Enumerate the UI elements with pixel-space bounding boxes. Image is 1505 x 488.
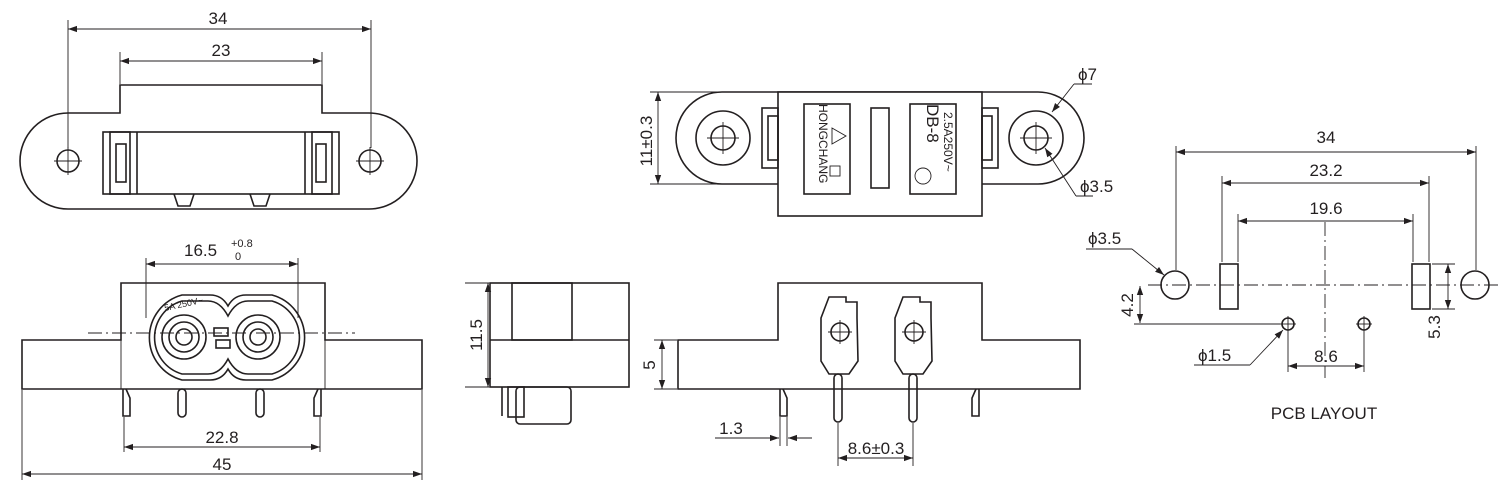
dim-pcb-hole-large: ϕ3.5 <box>1088 229 1121 248</box>
socket-rating: 5A 250V~ <box>163 295 204 313</box>
model-label: DB-8 <box>923 104 942 143</box>
dim-back-height: 5 <box>640 360 659 369</box>
back-view <box>654 282 1081 466</box>
dim-pcb-slot-len: 5.3 <box>1425 315 1444 339</box>
pcb-title: PCB LAYOUT <box>1271 404 1377 423</box>
dim-pcb-slots-outer: 23.2 <box>1309 161 1342 180</box>
dim-top-inner: 23 <box>212 41 231 60</box>
dim-plan-boss: ϕ7 <box>1078 65 1097 84</box>
plan-view <box>650 83 1093 217</box>
dim-front-overall: 45 <box>213 455 232 474</box>
rating-label: 2.5A250V~ <box>941 112 955 172</box>
dim-pcb-hole-small: ϕ1.5 <box>1198 346 1231 365</box>
dim-top-overall: 34 <box>209 9 228 28</box>
top-view <box>19 20 418 210</box>
dim-plan-height: 11±0.3 <box>637 116 656 167</box>
dim-plan-hole: ϕ3.5 <box>1080 177 1113 196</box>
dim-back-pin: 1.3 <box>719 419 743 438</box>
pcb-layout <box>1086 146 1502 378</box>
dim-back-pitch: 8.6±0.3 <box>848 439 905 458</box>
dim-front-tol-zero: 0 <box>235 251 241 263</box>
dim-side-height: 11.5 <box>467 319 486 351</box>
dim-pcb-overall: 34 <box>1317 128 1336 147</box>
dim-pcb-pitch: 8.6 <box>1314 347 1338 366</box>
dim-pcb-offset: 4.2 <box>1118 293 1137 317</box>
front-view <box>21 258 423 480</box>
dim-pcb-slots-inner: 19.6 <box>1309 199 1342 218</box>
dim-front-tol-plus: +0.8 <box>231 238 253 250</box>
brand-label: HONGCHANG <box>816 104 830 183</box>
dim-front-pins: 22.8 <box>205 428 238 447</box>
dim-front-width: 16.5 <box>184 241 217 260</box>
side-view <box>465 282 630 425</box>
